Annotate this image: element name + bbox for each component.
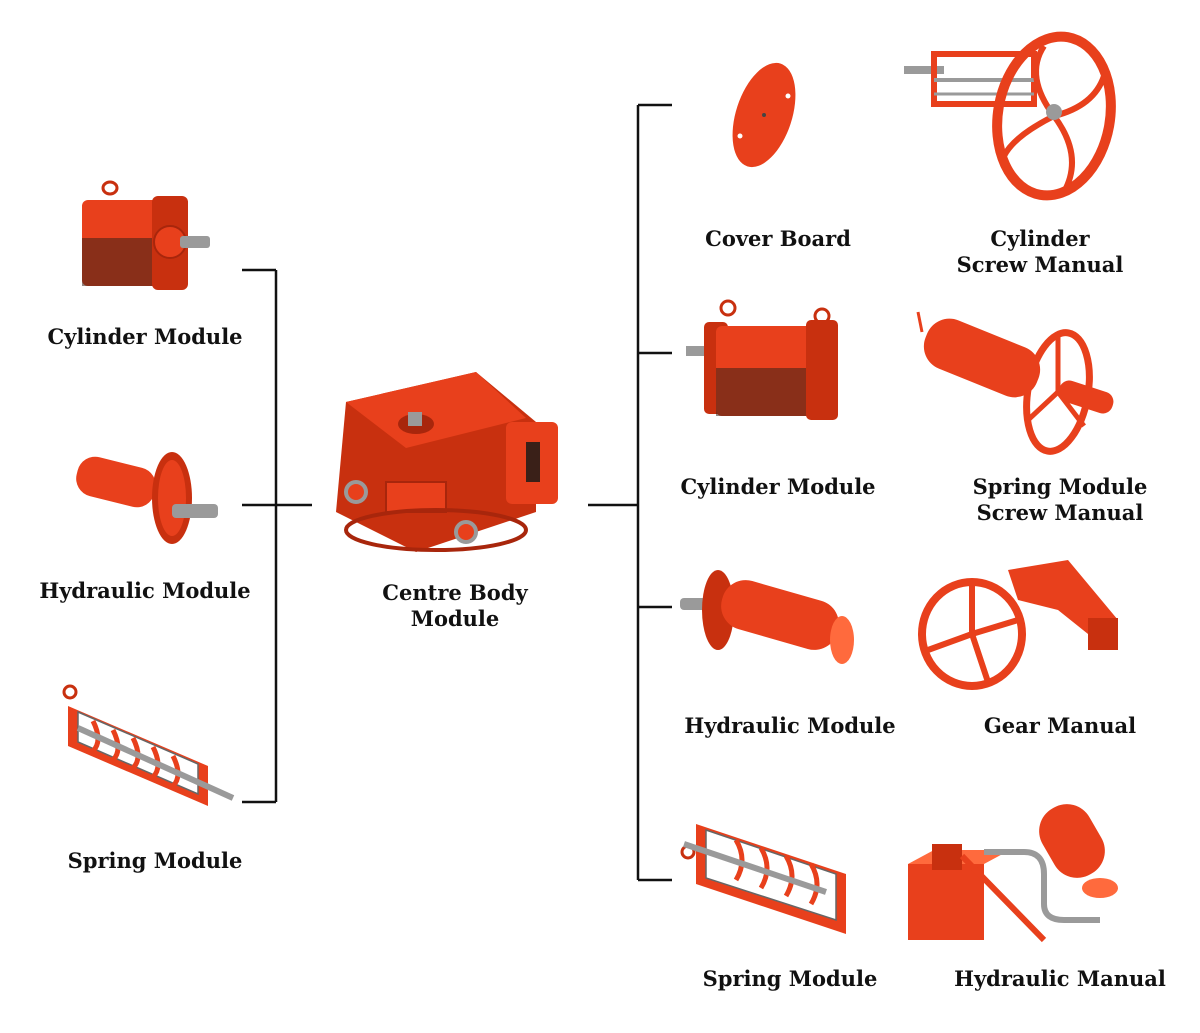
- spring-module-icon: [58, 676, 238, 816]
- cylinder-screw-manual-label: Cylinder Screw Manual: [956, 226, 1124, 277]
- centre-body-module-label: Centre Body Module: [382, 580, 528, 631]
- hydraulic-manual-label: Hydraulic Manual: [954, 966, 1166, 991]
- gear-manual-icon: [918, 550, 1124, 690]
- centre-body-icon: [326, 362, 566, 562]
- hydraulic-module-icon: [72, 448, 222, 548]
- left-cylinder-module-label: Cylinder Module: [47, 324, 243, 349]
- hydraulic-module-right-icon: [680, 570, 858, 670]
- spring-module-right-icon: [676, 804, 860, 940]
- cylinder-module-icon: [72, 178, 212, 306]
- cover-board-label: Cover Board: [705, 226, 851, 251]
- left-spring-module-label: Spring Module: [67, 848, 243, 873]
- gear-manual-label: Gear Manual: [983, 713, 1137, 738]
- cylinder-screw-manual-icon: [904, 31, 1120, 208]
- right-spring-module-label: Spring Module: [702, 966, 878, 991]
- cylinder-module-right-icon: [686, 296, 842, 436]
- spring-module-screw-manual-icon: [908, 302, 1118, 455]
- cover-board-icon: [722, 56, 806, 174]
- left-hydraulic-module-label: Hydraulic Module: [39, 578, 251, 603]
- right-hydraulic-module-label: Hydraulic Module: [684, 713, 896, 738]
- right-cylinder-module-label: Cylinder Module: [680, 474, 876, 499]
- hydraulic-manual-icon: [904, 804, 1130, 948]
- spring-module-screw-manual-label: Spring Module Screw Manual: [972, 474, 1148, 525]
